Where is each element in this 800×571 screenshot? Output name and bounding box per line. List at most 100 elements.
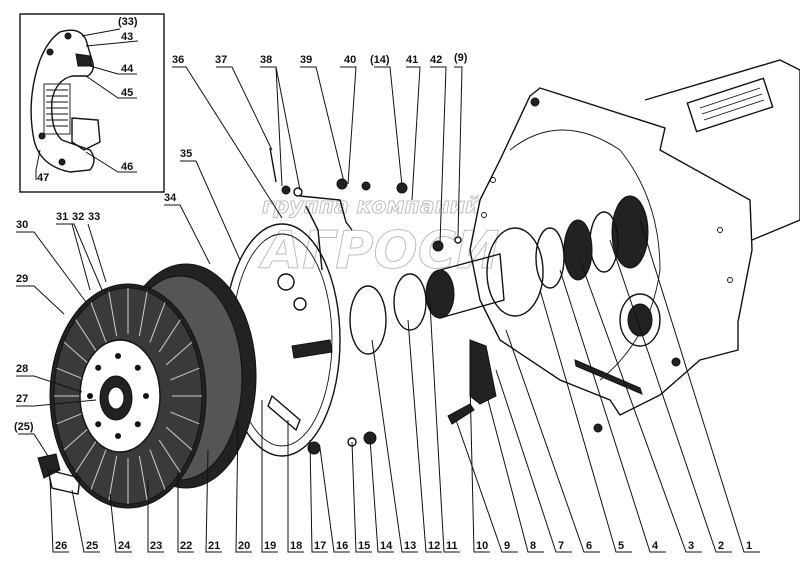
leader-line: [205, 449, 222, 553]
callout-label: 41: [406, 54, 418, 66]
callout-label: 19: [264, 540, 276, 552]
friction-segment-divider: [165, 426, 193, 451]
leader-line: [235, 419, 252, 553]
leader-line: [49, 477, 69, 553]
leader-line: [369, 437, 394, 553]
rivet-icon: [115, 353, 121, 359]
callout-label: 3: [688, 540, 694, 552]
rivet-icon: [115, 433, 121, 439]
rivet-icon: [95, 364, 102, 371]
top-leaders: [172, 66, 463, 245]
fork-bolt-icon: [447, 403, 475, 425]
seal-ring-icon: [563, 219, 593, 281]
watermark: группа компаний АГРОСИ: [258, 194, 500, 282]
callout-label: 24: [118, 540, 131, 552]
friction-segment-divider: [158, 439, 181, 473]
callout-label: 29: [16, 273, 28, 285]
callout-label: 20: [238, 540, 250, 552]
callout-label: 45: [121, 87, 133, 99]
eye-bolt-icon: [361, 181, 371, 191]
callout-label: 35: [180, 148, 192, 160]
callout-label: 32: [72, 211, 84, 223]
friction-segment-divider: [56, 367, 86, 381]
friction-segment-divider: [149, 449, 166, 490]
leader-line: [579, 259, 702, 553]
clamp-plate-icon: [47, 469, 81, 495]
callout-label: (33): [118, 16, 138, 28]
leader-line: [429, 303, 460, 553]
watermark-line1: группа компаний: [262, 194, 481, 219]
bearing-gear-icon: [611, 195, 649, 269]
left-leaders: [16, 160, 241, 457]
hub-bore: [107, 386, 125, 410]
friction-segment-divider: [170, 367, 200, 381]
left-callouts: 35 34 30 31 32 33 29 28 27 (25): [14, 148, 192, 433]
friction-segment-divider: [90, 302, 107, 343]
clamp-part: [37, 453, 81, 495]
watermark-line2: АГРОСИ: [258, 221, 499, 281]
nut-icon: [281, 185, 291, 195]
callout-label: 4: [652, 540, 659, 552]
callout-label: 26: [55, 540, 67, 552]
top-callouts: 36 37 38 39 40 (14) 41 42 (9): [172, 52, 468, 66]
leader-line: [505, 329, 600, 553]
callout-label: 23: [150, 540, 162, 552]
callout-label: 38: [260, 54, 272, 66]
bolt-hole-icon: [64, 32, 72, 40]
callout-label: (14): [370, 54, 390, 66]
friction-segment-divider: [138, 291, 148, 337]
leader-line: [487, 399, 544, 553]
callout-label: 10: [476, 540, 488, 552]
callout-label: 14: [380, 540, 393, 552]
washer-icon: [454, 236, 462, 244]
seal-ring-icon: [535, 227, 565, 289]
friction-segment-divider: [108, 291, 118, 337]
shaft-spline-icon: [627, 303, 653, 337]
seal-ring-icon: [349, 285, 387, 355]
callout-label: 22: [180, 540, 192, 552]
leader-line: [371, 339, 418, 553]
lightening-hole-icon: [277, 273, 295, 291]
lever-arm-icon: [305, 205, 323, 271]
lightening-hole-icon: [293, 297, 307, 311]
bearing-ring-icon: [393, 273, 427, 331]
callout-label: 27: [16, 393, 28, 405]
friction-segment-divider: [108, 455, 118, 501]
dowel-pin-icon: [671, 357, 681, 367]
leader-line: [407, 319, 442, 553]
callout-label: 37: [215, 54, 227, 66]
friction-segment-divider: [170, 411, 200, 425]
bolt-hole-icon: [717, 227, 723, 233]
callout-label: 46: [121, 161, 133, 173]
leader-line: [495, 369, 572, 553]
friction-segment-divider: [63, 341, 91, 366]
rivet-icon: [95, 421, 102, 428]
inset-frame: [19, 13, 165, 193]
leader-line: [261, 400, 278, 553]
friction-segment-divider: [149, 302, 166, 343]
friction-segment-divider: [138, 455, 148, 501]
callout-label: 6: [586, 540, 592, 552]
inset-leaders: [35, 28, 139, 180]
dowel-pin-icon: [593, 423, 603, 433]
friction-segment-divider: [90, 449, 107, 490]
bolt-hole-icon: [481, 212, 487, 218]
bolt-head-icon: [432, 240, 444, 252]
callout-label: 34: [164, 192, 177, 204]
washer-icon: [293, 187, 303, 197]
callout-label: 40: [344, 54, 356, 66]
callout-label: 25: [86, 540, 98, 552]
pressure-spring-icon: [291, 339, 333, 359]
leader-line: [539, 289, 632, 553]
rivet-icon: [134, 421, 141, 428]
lever-rod-icon: [299, 195, 353, 231]
leader-line: [71, 489, 100, 553]
callout-label: 47: [37, 172, 49, 184]
leader-line: [455, 419, 518, 553]
release-lever-icon: [267, 394, 301, 432]
callout-label: 2: [718, 540, 724, 552]
callout-label: 11: [446, 540, 458, 552]
leader-line: [469, 379, 490, 553]
